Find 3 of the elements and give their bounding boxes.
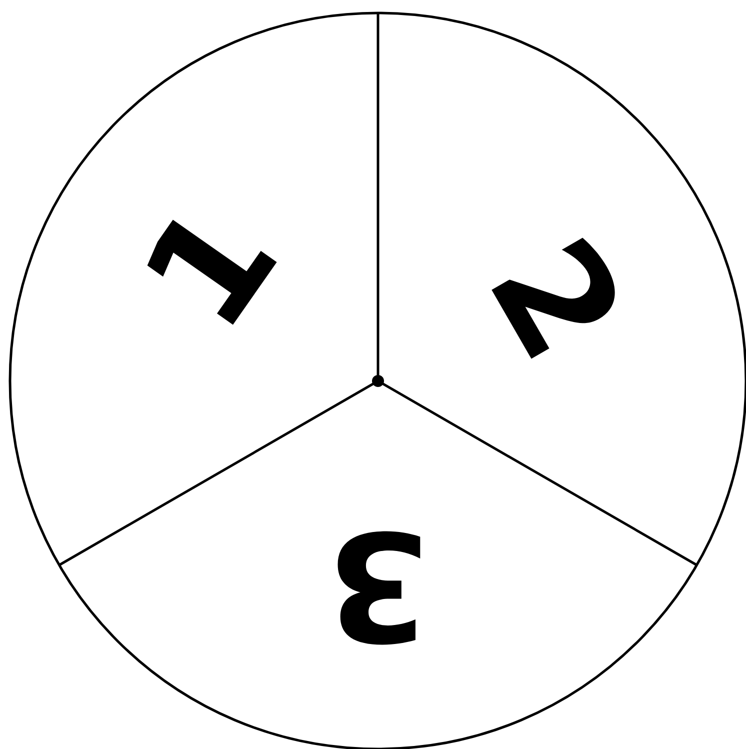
- sector-number: 1: [147, 220, 277, 325]
- sector-number: 2: [492, 238, 615, 359]
- sector-number: 3: [338, 531, 420, 645]
